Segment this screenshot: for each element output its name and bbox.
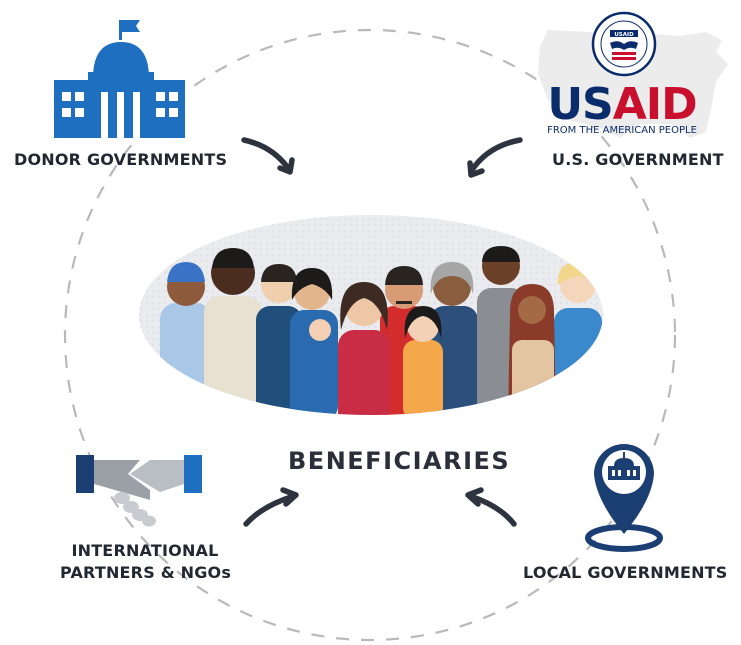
handshake-icon [76,455,202,527]
partners-label-line2: PARTNERS & NGOs [60,563,232,582]
person [554,262,603,415]
usaid-wordmark: USAID [547,79,696,130]
partners-label-line1: INTERNATIONAL [71,541,219,560]
arrow-partners-to-beneficiaries [243,493,297,527]
dashed-cycle-ring [63,28,677,642]
person [508,284,556,415]
arrow-donor-to-beneficiaries [241,137,291,171]
person [338,282,390,415]
person [290,268,338,415]
person [204,248,262,415]
usaid-seal: USAID [591,11,657,77]
local-governments-label: LOCAL GOVERNMENTS [523,563,728,582]
people-group-illustration [139,215,603,415]
arrows [241,137,523,527]
beneficiaries-label: BENEFICIARIES [288,447,511,475]
international-partners-label: INTERNATIONAL PARTNERS & NGOs [60,540,232,584]
location-pin-icon [585,444,663,552]
usaid-tagline: FROM THE AMERICAN PEOPLE [547,125,697,136]
us-map-silhouette [538,30,728,138]
person [403,306,443,415]
seal-center-text: USAID [614,32,634,38]
donor-governments-label: DONOR GOVERNMENTS [14,150,228,169]
arrow-usg-to-beneficiaries [469,137,523,173]
us-government-label: U.S. GOVERNMENT [552,150,724,169]
usaid-logo: USAID USAID FROM THE AMERICAN PEOPLE [538,11,728,138]
capitol-building-icon [54,20,185,138]
